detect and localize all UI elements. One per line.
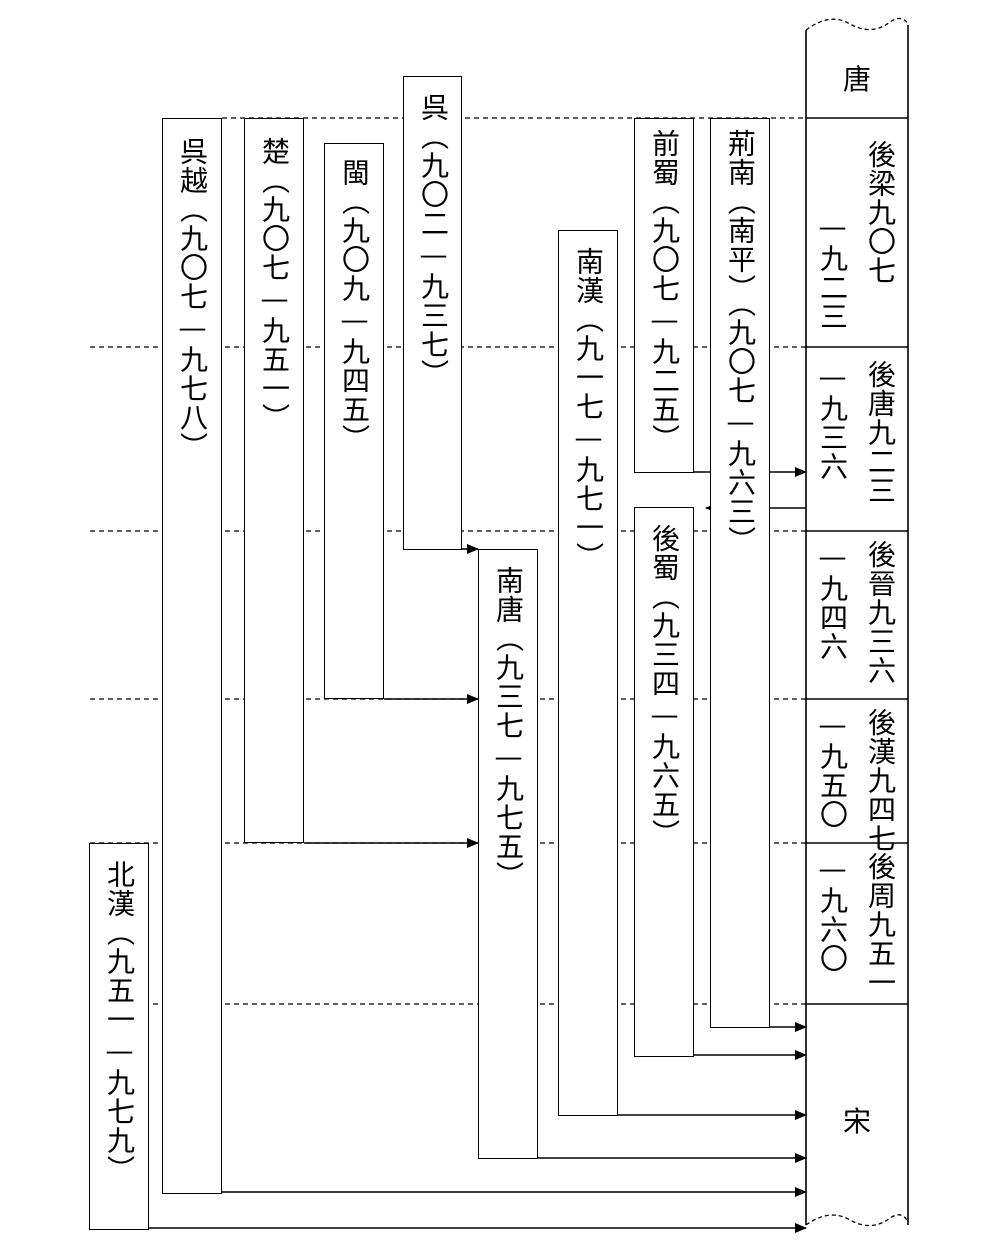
later-zhou-name: 後周九五一 — [864, 852, 897, 997]
later-liang-end: —九二三 — [816, 210, 849, 331]
chu-label: 楚（九〇七—九五一） — [258, 137, 291, 432]
later-tang-end: —九三六 — [816, 360, 849, 481]
wuyue-box: 呉越（九〇七—九七八） — [162, 118, 222, 1194]
southern-han-box: 南漢（九一七—九七一） — [558, 230, 618, 1116]
southern-tang-label: 南唐（九三七—九七五） — [492, 566, 525, 890]
southern-tang-box: 南唐（九三七—九七五） — [478, 549, 538, 1159]
min-label: 閩（九〇九—九四五） — [338, 158, 371, 453]
later-shu-box: 後蜀（九三四—九六五） — [634, 507, 694, 1057]
tang-label: 唐 — [843, 63, 872, 96]
jingnan-box: 荊南（南平）（九〇七—九六三） — [710, 118, 770, 1028]
later-han-name: 後漢九四七 — [864, 708, 897, 853]
southern-han-label: 南漢（九一七—九七一） — [572, 247, 605, 571]
chu-box: 楚（九〇七—九五一） — [244, 118, 304, 843]
later-zhou-end: —九六〇 — [816, 852, 849, 973]
former-shu-box: 前蜀（九〇七—九二五） — [634, 118, 694, 473]
later-jin-end: —九四六 — [816, 540, 849, 661]
later-jin-name: 後晉九三六 — [864, 540, 897, 685]
later-tang-name: 後唐九二三 — [864, 360, 897, 505]
song-label: 宋 — [843, 1105, 872, 1138]
jingnan-label: 荊南（南平）（九〇七—九六三） — [724, 129, 757, 555]
later-shu-label: 後蜀（九三四—九六五） — [648, 524, 681, 848]
column-break-marks — [805, 17, 909, 1227]
min-box: 閩（九〇九—九四五） — [324, 143, 384, 699]
wu-box: 呉（九〇二—九三七） — [403, 76, 462, 550]
main-column — [805, 25, 909, 1225]
northern-han-label: 北漢（九五一—九七九） — [103, 860, 136, 1184]
later-liang-name: 後梁九〇七 — [864, 140, 897, 285]
succession-arrows — [148, 467, 807, 1233]
wu-label: 呉（九〇二—九三七） — [417, 93, 450, 388]
northern-han-box: 北漢（九五一—九七九） — [89, 843, 149, 1230]
wuyue-label: 呉越（九〇七—九七八） — [176, 137, 209, 461]
former-shu-label: 前蜀（九〇七—九二五） — [648, 129, 681, 453]
later-han-end: —九五〇 — [816, 708, 849, 829]
